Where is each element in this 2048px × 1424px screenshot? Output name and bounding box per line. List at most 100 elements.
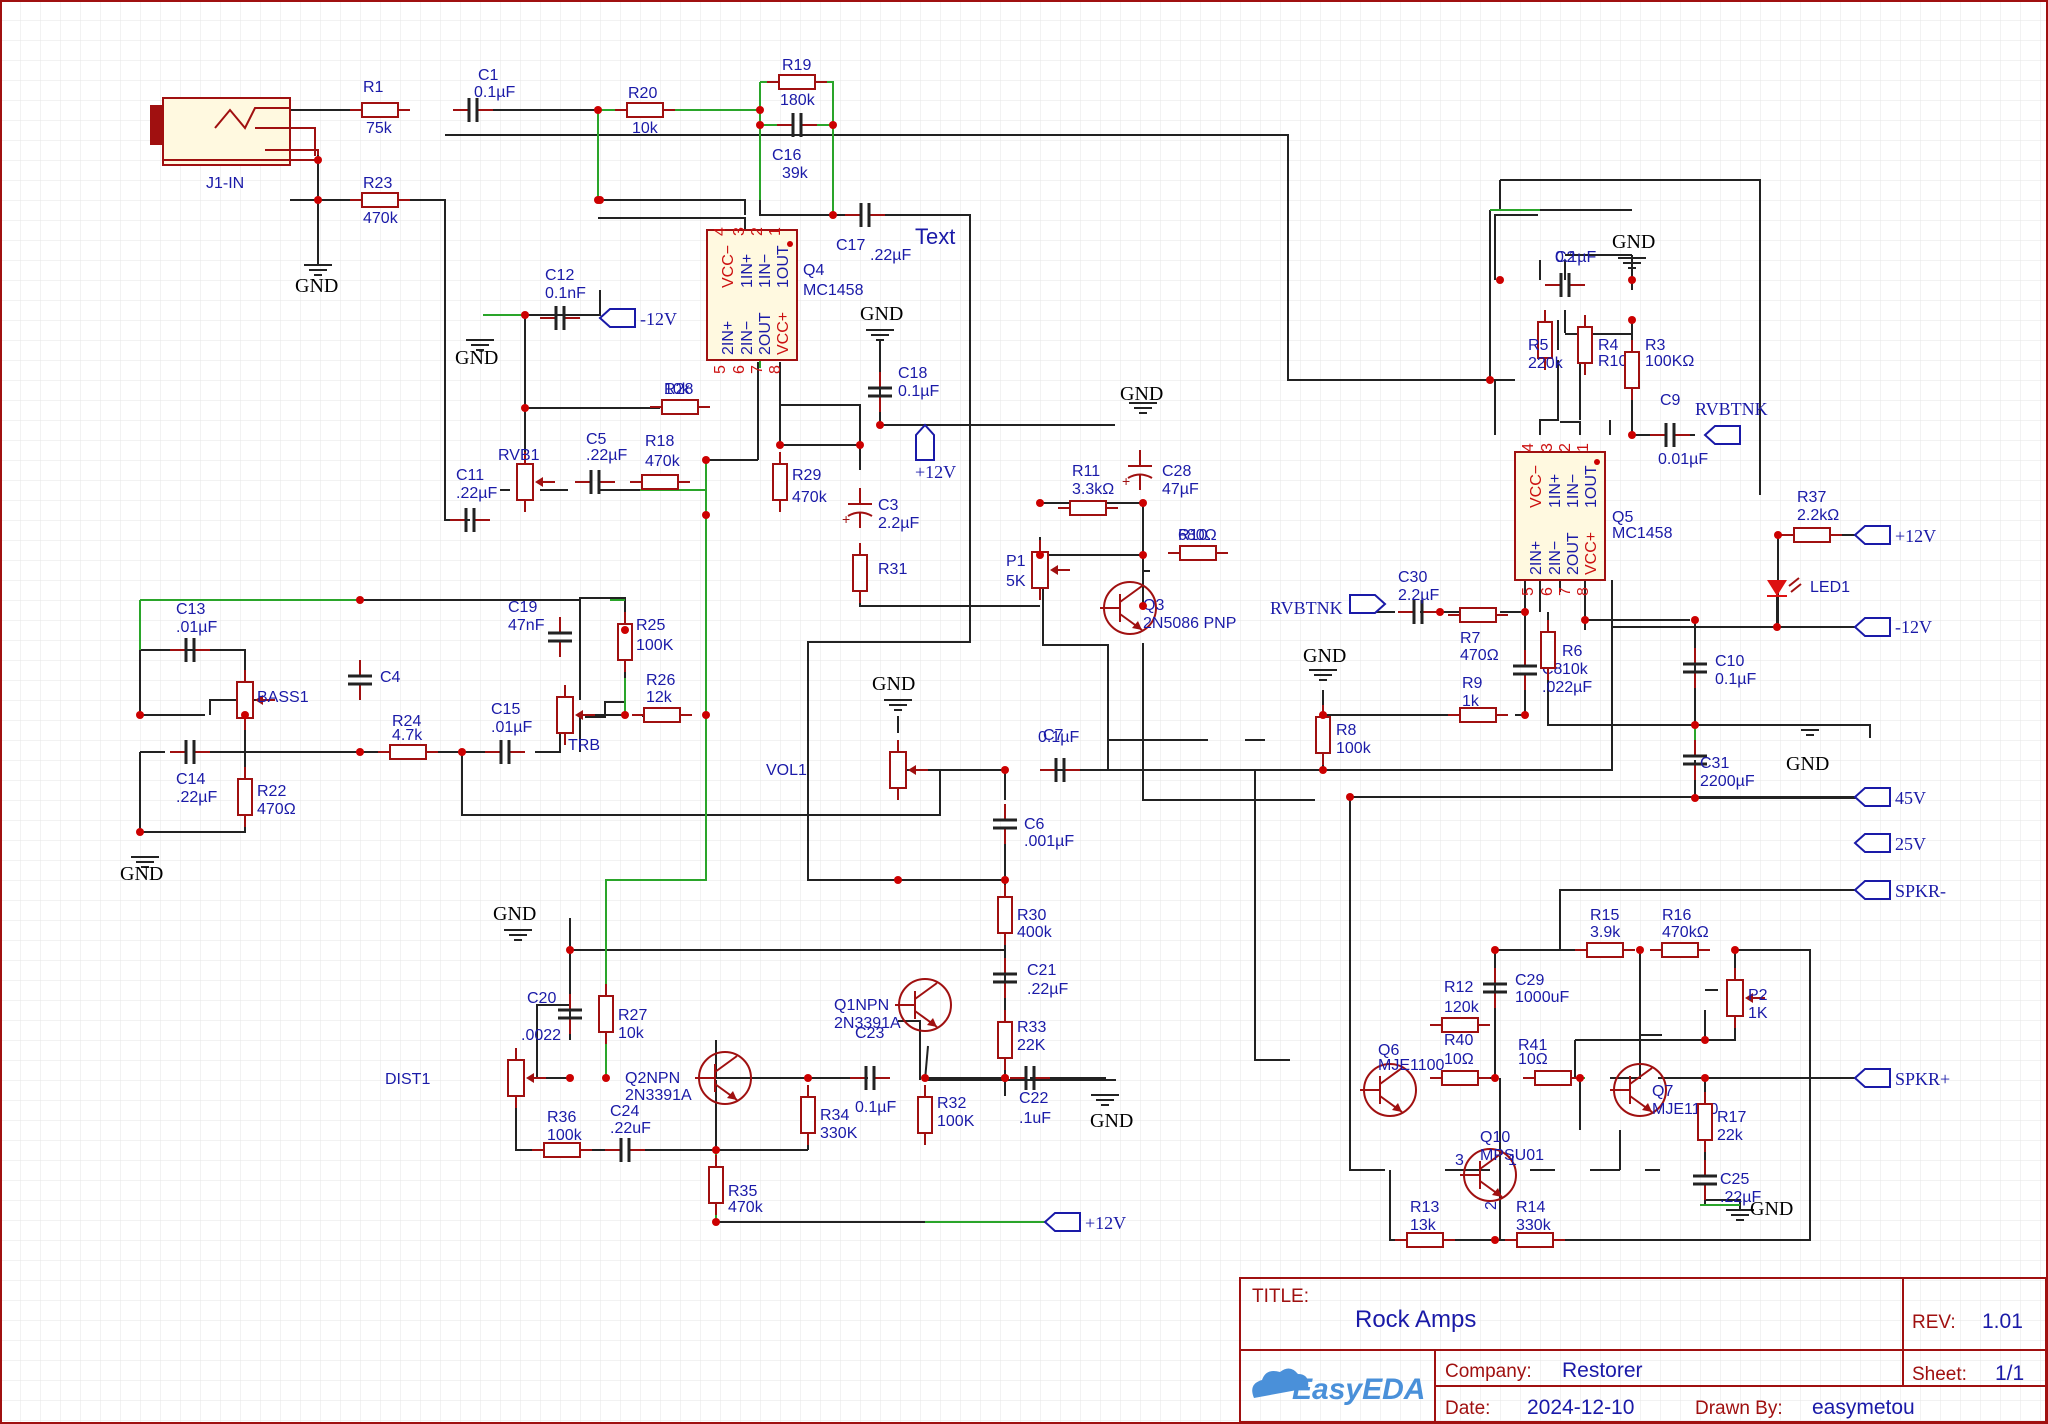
r16-ref: R16 <box>1662 907 1691 924</box>
r15-value: 3.9k <box>1590 924 1621 941</box>
gnd-label: GND <box>860 303 903 325</box>
r6-ref: R6 <box>1562 643 1583 660</box>
junction-dot <box>702 511 710 519</box>
junction-dot <box>712 1146 720 1154</box>
q4-ref: Q4 <box>803 262 824 279</box>
r41-ref: R41 <box>1518 1037 1547 1054</box>
c25-symbol: C25.22µF <box>1693 1160 1761 1206</box>
c20-symbol: C20.0022 <box>521 990 582 1044</box>
c18-ref: C18 <box>898 365 927 382</box>
title-value: Rock Amps <box>1355 1306 1476 1333</box>
junction-dot <box>1139 499 1147 507</box>
junction-dot <box>241 711 249 719</box>
gnd-label: GND <box>1750 1198 1793 1220</box>
junction-dot <box>356 748 364 756</box>
ic-q4-mc1458: VCC− 1IN+ 1IN− 1OUT 2IN+ 2IN− 2OUT VCC+ … <box>706 227 864 374</box>
r9-value: 1k <box>1462 693 1480 710</box>
junction-dot <box>1701 1036 1709 1044</box>
junction-dot <box>1521 711 1529 719</box>
trb-symbol: TRB <box>556 685 600 754</box>
q2-ref: Q2NPN <box>625 1070 680 1087</box>
r29-value: 470k <box>792 489 828 506</box>
junction-dot <box>1521 608 1529 616</box>
junction-dot <box>1436 608 1444 616</box>
drawn-value: easymetou <box>1812 1396 1915 1419</box>
c6-ref: C6 <box>1024 816 1045 833</box>
c17-value: .22µF <box>870 247 911 264</box>
c2-value: 0.1µF <box>1555 249 1596 266</box>
junction-dot <box>521 311 529 319</box>
junction-dot <box>1486 376 1494 384</box>
q4-pin-vccplus: VCC+ <box>775 312 792 355</box>
q4-pin-1out: 1OUT <box>775 245 792 288</box>
net-port-label: RVBTNK <box>1695 399 1768 419</box>
trb-ref: TRB <box>568 737 600 754</box>
company-label: Company: <box>1445 1361 1532 1382</box>
gnd-label: GND <box>295 275 338 297</box>
q5-pin-2inminus: 2IN− <box>1547 541 1564 575</box>
junction-dot <box>894 876 902 884</box>
bass1-ref: BASS1 <box>257 689 309 706</box>
c3-value: 2.2µF <box>878 515 919 532</box>
c11-ref: C11 <box>456 467 484 484</box>
junction-dot <box>566 1074 574 1082</box>
c29-ref: C29 <box>1515 972 1544 989</box>
j1-label: J1-IN <box>206 175 244 192</box>
r8-value: 100k <box>1336 740 1372 757</box>
easyeda-logo-text: EasyEDA <box>1292 1373 1425 1406</box>
c19-value: 47nF <box>508 617 545 634</box>
gnd-symbol: GND <box>1303 645 1346 681</box>
r7-ref: R7 <box>1460 630 1481 647</box>
c25-value: .22µF <box>1720 1189 1761 1206</box>
c20-ref: C20 <box>527 990 556 1007</box>
r27-value: 10k <box>618 1025 645 1042</box>
c9-ref: C9 <box>1660 392 1681 409</box>
q4-pin-vccminus: VCC− <box>720 245 737 288</box>
gnd-label: GND <box>1090 1110 1133 1132</box>
r23-ref: R23 <box>363 175 392 192</box>
title-label: TITLE: <box>1252 1286 1309 1307</box>
c31-ref: C31 <box>1700 755 1729 772</box>
net-port-label: SPKR+ <box>1895 1069 1950 1089</box>
junction-dot <box>776 441 784 449</box>
junction-dot <box>1036 551 1044 559</box>
r5-ref: R5 <box>1528 337 1549 354</box>
rev-label: REV: <box>1912 1312 1956 1333</box>
c15-ref: C15 <box>491 701 520 718</box>
led1-symbol: LED1 <box>1767 577 1850 597</box>
c9-value: 0.01µF <box>1658 451 1708 468</box>
r19-ref: R19 <box>782 57 811 74</box>
c8-value: .022µF <box>1542 679 1592 696</box>
r40-ref: R40 <box>1444 1032 1473 1049</box>
q5-pin4-num: 4 <box>1520 443 1537 452</box>
c11-symbol: C11.22µF <box>450 467 497 532</box>
r22-ref: R22 <box>257 783 286 800</box>
net-port-neg12-b: -12V <box>1853 617 1932 637</box>
q5-pin1-num: 1 <box>1575 443 1592 452</box>
q7-ref: Q7 <box>1652 1083 1673 1100</box>
junction-dot <box>1691 721 1699 729</box>
j1-jack-connector: J1-IN <box>150 97 319 265</box>
r20-ref: R20 <box>628 85 657 102</box>
r1-value: 75k <box>366 120 393 137</box>
r8-ref: R8 <box>1336 722 1357 739</box>
r30-ref: R30 <box>1017 907 1046 924</box>
c5-symbol: C5.22µF <box>575 431 627 494</box>
q4-pin8-num: 8 <box>767 365 784 374</box>
r30-value: 400k <box>1017 924 1053 941</box>
p1-ref: P1 <box>1006 553 1026 570</box>
